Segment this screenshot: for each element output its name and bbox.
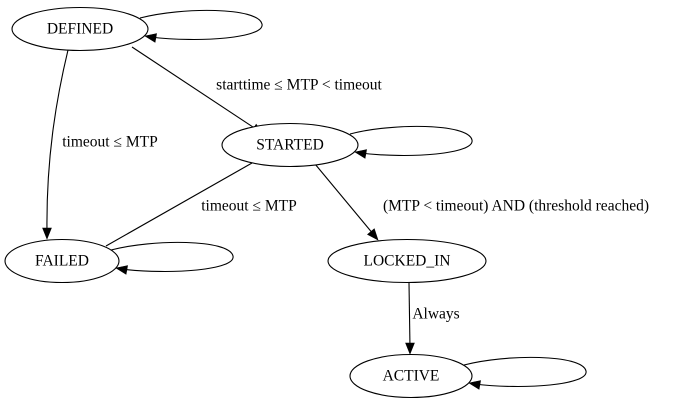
self-loop-active-self-loop [463,356,587,390]
edge-started-to-locked-in [314,163,379,241]
self-loop-started-self-loop [349,125,473,159]
self-loops-layer [110,9,587,390]
edge-locked-in-to-active [405,282,415,355]
edge-label-locked-in-to-active: Always [412,306,459,323]
node-failed[interactable]: FAILED [4,238,120,284]
edge-line-started-to-failed [105,162,253,247]
node-defined[interactable]: DEFINED [11,6,149,52]
node-started[interactable]: STARTED [221,122,359,168]
edge-line-locked-in-to-active [408,282,411,349]
edge-line-started-to-locked-in [314,163,375,236]
node-shape-failed[interactable] [4,238,120,284]
node-locked-in[interactable]: LOCKED_IN [327,238,487,284]
arrowhead-active-self-loop [468,380,481,390]
edge-label-defined-to-started: starttime ≤ MTP < timeout [216,77,382,94]
node-label-active: ACTIVE [383,368,440,385]
arrowhead-started-to-locked-in [367,228,379,241]
nodes-layer: DEFINED STARTED FAILED LOCKED_IN ACTIVE [4,6,487,399]
node-label-locked-in: LOCKED_IN [364,253,451,270]
arrowhead-locked-in-to-active [405,342,415,355]
self-loop-line-started-self-loop [349,125,473,157]
edges-layer [42,46,415,355]
edge-defined-to-failed [42,49,69,240]
edge-line-defined-to-failed [46,49,69,234]
arrowhead-defined-to-failed [42,227,52,240]
edge-line-defined-to-started [131,46,260,132]
node-shape-defined[interactable] [11,6,149,52]
edge-label-defined-to-failed: timeout ≤ MTP [62,134,157,151]
node-active[interactable]: ACTIVE [349,353,473,399]
node-label-failed: FAILED [35,253,89,270]
node-label-defined: DEFINED [47,21,113,38]
edge-label-started-to-failed: timeout ≤ MTP [201,198,296,215]
self-loop-line-active-self-loop [463,356,587,388]
node-shape-started[interactable] [221,122,359,168]
arrowhead-started-self-loop [354,149,367,159]
arrowhead-defined-self-loop [144,33,157,43]
self-loop-defined-self-loop [139,9,263,43]
node-shape-locked-in[interactable] [327,238,487,284]
arrowhead-failed-self-loop [115,265,128,275]
edge-label-started-to-locked-in: (MTP < timeout) AND (threshold reached) [383,198,649,215]
self-loop-line-failed-self-loop [110,241,234,273]
node-label-started: STARTED [256,137,324,154]
self-loop-line-defined-self-loop [139,9,263,41]
self-loop-failed-self-loop [110,241,234,275]
edge-labels-layer: starttime ≤ MTP < timeout timeout ≤ MTP ti… [62,77,649,323]
node-shape-active[interactable] [349,353,473,399]
